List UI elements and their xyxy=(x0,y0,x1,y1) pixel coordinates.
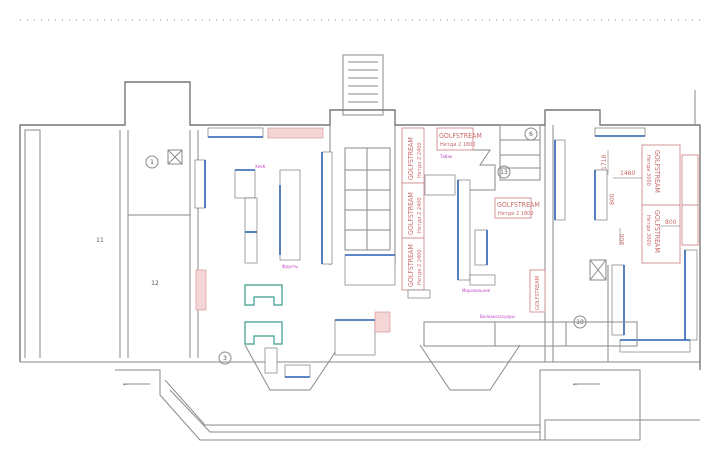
entrance-steps: ← ← xyxy=(115,344,700,441)
unit-model: Нетди 2 2400 xyxy=(417,249,423,285)
unit-label: GOLFSTREAM xyxy=(653,210,661,253)
unit-label: GOLFSTREAM xyxy=(407,137,415,180)
zone-label: Хлеб xyxy=(255,164,266,169)
zone-label: Табак xyxy=(439,154,453,159)
shelving xyxy=(194,127,698,378)
unit-label: GOLFSTREAM xyxy=(407,244,415,287)
room-number: 6 xyxy=(529,131,533,138)
room-number: 12 xyxy=(151,280,159,287)
room-number: 11 xyxy=(96,237,104,244)
svg-text:←: ← xyxy=(123,381,128,388)
dimensions: 1718 1480 800 800 800 xyxy=(601,150,680,245)
unit-label: GOLFSTREAM xyxy=(535,276,541,310)
svg-text:←: ← xyxy=(573,381,578,388)
dimension-label: 800 xyxy=(619,233,626,245)
unit-model: Нетди 2 1800 xyxy=(440,142,476,148)
unit-label: GOLFSTREAM xyxy=(407,192,415,235)
dimension-label: 800 xyxy=(609,193,616,205)
zone-label: Морозильник xyxy=(462,288,491,293)
dimension-label: 1480 xyxy=(620,170,635,177)
unit-model: Нетди 3000 xyxy=(645,215,651,246)
room-number: 1 xyxy=(150,159,154,166)
zone-label: Фрукты xyxy=(282,264,298,269)
unit-model: Нетди 2 1800 xyxy=(498,211,534,217)
zone-labels: Хлеб Фрукты Табак Морозильник xyxy=(255,154,491,293)
walls xyxy=(19,19,701,370)
unit-model: Нетди 2 2400 xyxy=(417,197,423,233)
checkout-counter: Велоаксессуары xyxy=(423,314,638,347)
unit-label: GOLFSTREAM xyxy=(653,150,661,193)
dimension-label: 800 xyxy=(665,219,677,226)
unit-label: GOLFSTREAM xyxy=(497,201,540,209)
room-number: 3 xyxy=(223,355,227,362)
unit-label: GOLFSTREAM xyxy=(439,132,482,140)
room-number: 13 xyxy=(500,169,508,176)
zone-label: Велоаксессуары xyxy=(480,314,515,319)
unit-model: Нетди 2 2400 xyxy=(417,142,423,178)
unit-model: Нетди 3000 xyxy=(645,155,651,186)
counters xyxy=(244,284,283,345)
refrigeration-units: GOLFSTREAM Нетди 2 2400 GOLFSTREAM Нетди… xyxy=(401,127,699,313)
top-staircase xyxy=(342,54,384,116)
dimension-label: 1718 xyxy=(601,155,608,170)
